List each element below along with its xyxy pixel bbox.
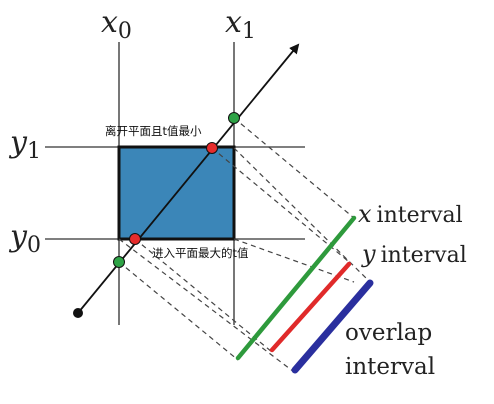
overlap-label-line2: interval (345, 354, 435, 380)
x0-label: x0 (101, 5, 132, 44)
y-interval-word: interval (381, 243, 467, 268)
projection-line-x1 (233, 117, 355, 219)
hit-x1-green (228, 112, 240, 124)
x-interval-var: x (358, 200, 372, 228)
x1-label-sub: 1 (242, 19, 256, 44)
projection-line-box-bottom-right (233, 238, 355, 283)
ray (77, 43, 300, 314)
y1-label-sub: 1 (27, 139, 41, 164)
x-interval-bar (235, 215, 357, 361)
projection-line-box-top-right (233, 147, 369, 281)
hit-x0-green (113, 256, 125, 268)
y-interval-bar (269, 261, 352, 353)
projection-lines (118, 117, 369, 373)
hit-y0-red (129, 233, 141, 245)
enter-annotation: 进入平面最大的t值 (152, 246, 249, 260)
y-interval-var: y (361, 240, 376, 268)
x0-label-sub: 0 (118, 19, 132, 44)
hit-y1-red (206, 142, 218, 154)
overlap-label-line1: overlap (345, 320, 432, 346)
y0-label: y0 (8, 219, 41, 258)
projection-line-y1 (211, 147, 349, 262)
x0-label-base: x (101, 5, 118, 40)
x1-label-base: x (225, 5, 242, 40)
projection-line-y0 (134, 238, 273, 353)
ray-origin (73, 308, 83, 318)
y0-label-sub: 0 (27, 233, 41, 258)
y0-label-base: y (8, 219, 28, 254)
exit-annotation: 离开平面且t值最小 (105, 124, 202, 138)
overlap-interval-bar (291, 279, 374, 374)
y1-label: y1 (8, 125, 41, 164)
projection-line-x0 (118, 261, 239, 361)
projection-line-box-bottom-left (118, 238, 295, 373)
x-interval-word: interval (377, 203, 463, 228)
y1-label-base: y (8, 125, 28, 160)
x1-label: x1 (225, 5, 256, 44)
